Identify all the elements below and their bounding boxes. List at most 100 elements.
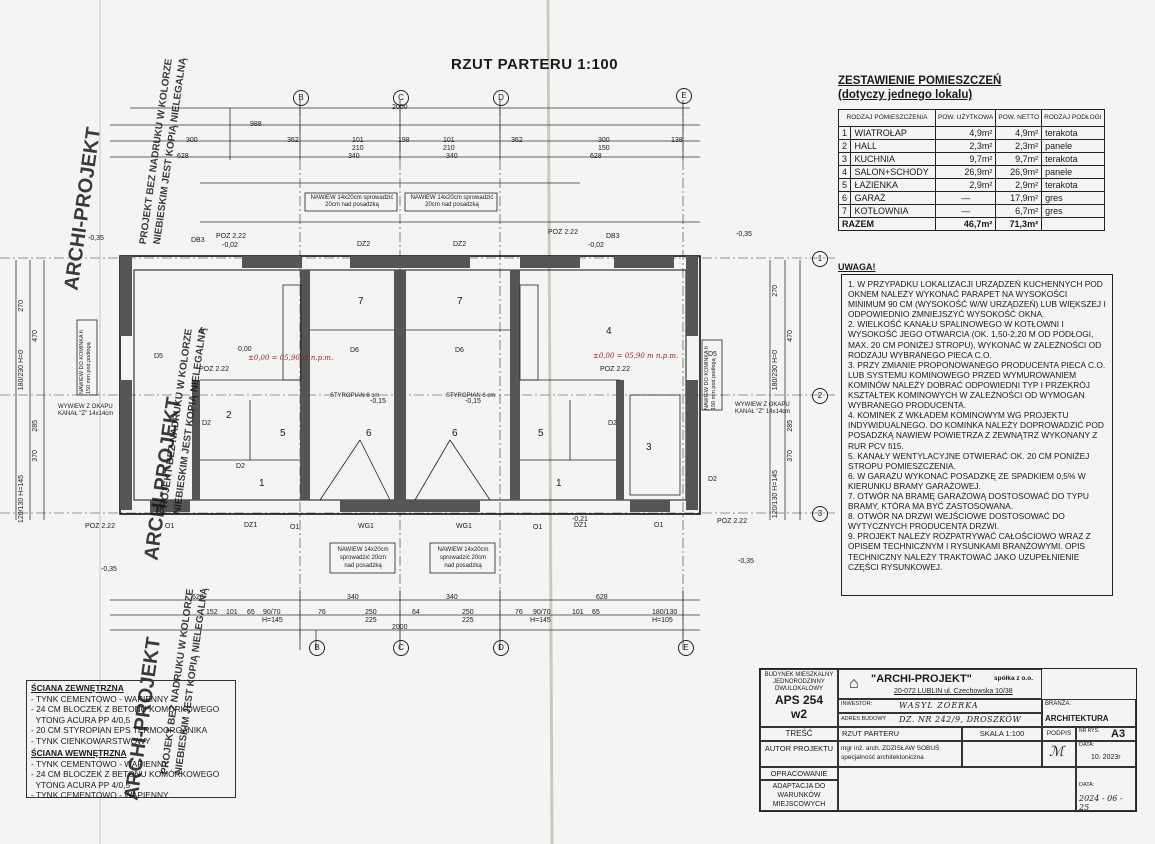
branza-value: ARCHITEKTURA (1045, 714, 1109, 723)
cell (1041, 217, 1105, 231)
sheet-cell: NR RYS. A3 (1076, 727, 1136, 741)
legend-line: - TYNK CEMENTOWO - WAPIENNY (31, 693, 169, 704)
cell: 2,3m² (934, 139, 997, 153)
site-label: ADRES BUDOWY (841, 716, 887, 722)
date2-value: 2024 - 06 - 25 (1079, 794, 1123, 811)
dim-bottom: 250 (462, 609, 474, 616)
schedule-title-line1: ZESTAWIENIE POMIESZCZEŃ (838, 75, 1002, 87)
dim-top: 988 (250, 121, 262, 128)
nawiew-callout-left: NAWIEW 14x20cm sprowadzić 20cm nad posad… (310, 195, 394, 208)
date2-label: DATA: (1079, 782, 1095, 788)
axis-bubble-d-bottom: D (493, 640, 509, 656)
cell: KOTŁOWNIA (850, 204, 936, 218)
duct-callouts (76, 192, 723, 574)
cell: 2 (837, 139, 852, 153)
cell: 6,7m² (995, 204, 1043, 218)
dim-top: 300 (186, 137, 198, 144)
note-item: 5. KANAŁY WENTYLACYJNE OTWIERAĆ OK. 20 C… (848, 450, 1090, 471)
dim-bottom: 340 (347, 594, 359, 601)
opening-tag: D6 (350, 347, 359, 354)
opening-tag: D2 (608, 420, 617, 427)
cell: 26,9m² (995, 165, 1043, 179)
date-cell: DATA: 10. 2023r (1076, 741, 1136, 767)
axis-bubble-e: E (676, 88, 692, 104)
level-mark: -0,02 (588, 242, 604, 249)
dim-side: 180/230 H=0 (772, 350, 779, 391)
nawiew-kominek-left: NAWIEW DO KOMINKA fi 150 mm pod podłogą (79, 330, 92, 394)
room-number: 1 (259, 478, 265, 489)
opening-tag: D2 (708, 476, 717, 483)
dim-bottom: 101 (572, 609, 584, 616)
title-block: BUDYNEK MIESZKALNY JEDNORODZINNY DWULOKA… (759, 668, 1137, 812)
dim-side: 470 (32, 330, 39, 342)
opracowanie-value-cell (838, 767, 1076, 811)
wall-hatch (120, 256, 698, 512)
nawiew-line: nad posadzką (444, 563, 482, 569)
cell: SALON+SCHODY (850, 165, 936, 179)
investor-value: WASYL ZOERKA (899, 701, 979, 710)
note-item: 9. PROJEKT NALEŻY ROZPATRYWAĆ CAŁOŚCIOWO… (848, 531, 1091, 572)
cell: 2,9m² (934, 178, 997, 192)
cell: 71,3m² (995, 217, 1043, 231)
axis-bubble-3: 3 (812, 506, 828, 522)
cell: 4 (837, 165, 852, 179)
dim-side: 370 (787, 450, 794, 462)
nawiew-line: NAWIEW 14x20cm (337, 547, 389, 553)
cell: KUCHNIA (850, 152, 936, 166)
dim-bottom: H=105 (652, 617, 673, 624)
cell: gres (1041, 191, 1105, 205)
company-suffix: spółka z o.o. (994, 675, 1034, 682)
cell: 7 (837, 204, 852, 218)
nawiew-line: sprowadzić 20cm (439, 555, 487, 561)
room-number: 3 (646, 442, 652, 453)
cell: — (934, 191, 997, 205)
legend-line: - TYNK CEMENTOWO - WAPIENNY (31, 790, 169, 800)
schedule-title: ZESTAWIENIE POMIESZCZEŃ (dotyczy jednego… (838, 74, 1001, 102)
branza-label: BRANŻA: (1045, 701, 1072, 707)
legend-line: - 24 CM BLOCZEK Z BETONU KOMÓRKOWEGO (31, 769, 220, 779)
nawiew-callout-right: NAWIEW 14x20cm sprowadzić 20cm nad posad… (410, 195, 494, 208)
room-number: 5 (538, 428, 544, 439)
dim-top: 150 (598, 145, 610, 152)
date-label: DATA: (1079, 742, 1095, 748)
schedule-title-line2: (dotyczy jednego lokalu) (838, 89, 973, 101)
opening-tag: O1 (290, 524, 300, 531)
col-header: POW. NETTO (995, 109, 1043, 127)
room-number: 7 (358, 296, 364, 307)
notes-heading: UWAGA! (838, 262, 876, 272)
axis-bubble-b-bottom: B (309, 640, 325, 656)
legend-line: - TYNK CIENKOWARSTWOWY (31, 735, 151, 746)
cell: 5 (837, 178, 852, 192)
dim-bottom: 90/70 (263, 609, 281, 616)
dim-bottom: 76 (515, 609, 523, 616)
col-header: RODZAJ POMIESZCZENIA (838, 109, 936, 127)
axis-bubble-1: 1 (812, 251, 828, 267)
opening-tag: O1 (165, 523, 175, 530)
adaptacja-cell: ADAPTACJA DO WARUNKÓW MIEJSCOWYCH (760, 780, 838, 811)
opening-tag: DB3 (191, 237, 205, 244)
dim-side: 270 (18, 300, 25, 312)
room-number: 7 (457, 296, 463, 307)
opening-tag: DB3 (606, 233, 620, 240)
company-cell: ⌂ "ARCHI-PROJEKT" spółka z o.o. 20-072 L… (838, 669, 1042, 699)
dim-top: 362 (287, 137, 299, 144)
dim-bottom: 64 (412, 609, 420, 616)
cell: 4,9m² (934, 126, 997, 140)
cell: terakota (1041, 152, 1105, 166)
room-number: 6 (366, 428, 372, 439)
dim-side: 180/230 H=0 (18, 350, 25, 391)
opening-tag: D5 (708, 351, 717, 358)
cell: WIATROŁAP (850, 126, 936, 140)
level-mark: -0,15 (370, 398, 386, 405)
podpis-cell: PODPIS (1042, 727, 1076, 741)
note-item: 7. OTWÓR NA BRAMĘ GARAŻOWĄ DOSTOSOWAĆ DO… (848, 490, 1089, 512)
room-number: 5 (280, 428, 286, 439)
tresc-label-cell: TREŚĆ (760, 727, 838, 741)
level-mark: -0,02 (222, 242, 238, 249)
dim-side: 120/130 H=145 (18, 475, 25, 524)
note-item: 3. PRZY ZMIANIE PROPONOWANEGO PRODUCENTA… (848, 359, 1106, 411)
